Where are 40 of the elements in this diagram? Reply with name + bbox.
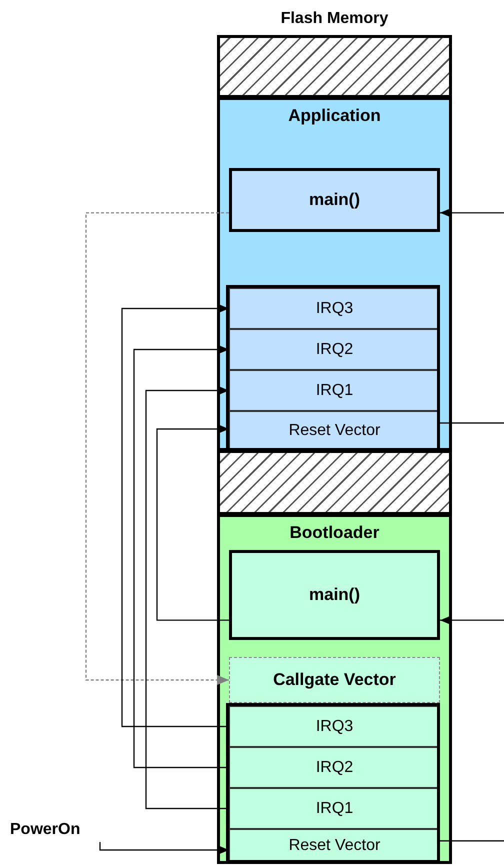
- memory-section: [217, 514, 452, 864]
- vector-label: Callgate Vector: [272, 670, 397, 690]
- connector-line: [440, 422, 504, 424]
- vector-row: [229, 370, 440, 411]
- connector-arrow: [145, 386, 229, 810]
- vector-label: Reset Vector: [288, 422, 382, 440]
- vector-row: [229, 747, 440, 788]
- connector-arrow: [99, 842, 229, 855]
- memory-section: [217, 97, 452, 451]
- hatched-region: [217, 450, 452, 515]
- arrow: [440, 615, 504, 626]
- connector-arrow: [133, 344, 229, 768]
- function-box: [229, 168, 440, 232]
- section-heading: Application: [287, 106, 382, 126]
- vector-label: Reset Vector: [288, 837, 382, 855]
- section-heading: Bootloader: [288, 523, 380, 543]
- vector-row: [229, 829, 440, 863]
- vector-row: [229, 329, 440, 370]
- function-label: main(): [308, 585, 361, 605]
- vector-row: [229, 411, 440, 451]
- connector-arrow: [156, 424, 229, 621]
- vector-label: IRQ1: [314, 800, 354, 818]
- vector-label: IRQ2: [314, 340, 354, 358]
- function-box: [229, 550, 440, 640]
- connector-arrow: [121, 304, 229, 728]
- vector-label: IRQ3: [314, 300, 354, 318]
- vector-row: [229, 706, 440, 747]
- input-label: PowerOn: [10, 821, 82, 839]
- connector-line: [440, 840, 504, 842]
- vector-box: [229, 657, 440, 703]
- arrow: [440, 208, 504, 218]
- vector-label: IRQ2: [314, 758, 354, 776]
- vector-label: IRQ3: [314, 718, 354, 736]
- vector-row: [229, 788, 440, 829]
- connector-arrow: [85, 212, 229, 685]
- column-heading: Flash Memory: [280, 10, 390, 28]
- vector-row: [229, 288, 440, 329]
- function-label: main(): [308, 190, 361, 210]
- vector-label: IRQ1: [314, 382, 354, 400]
- hatched-region: [217, 35, 452, 98]
